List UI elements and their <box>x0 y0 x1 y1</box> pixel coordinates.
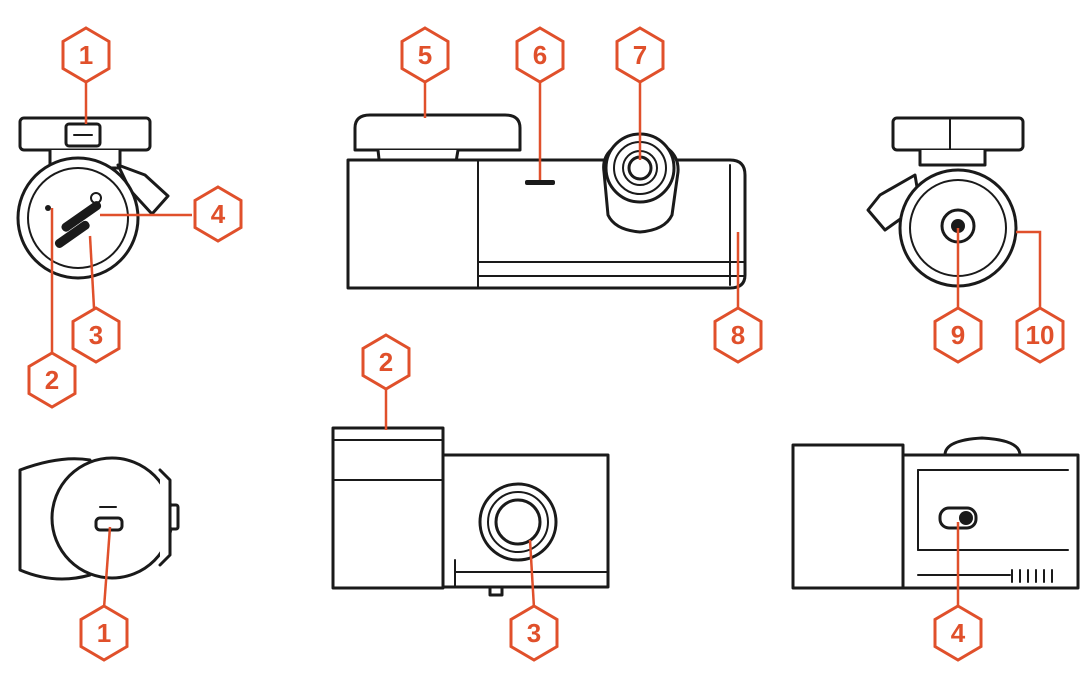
callout-badge: 9 <box>933 306 983 364</box>
callout-number: 6 <box>533 40 547 70</box>
callout-number: 10 <box>1026 320 1055 350</box>
callout-badge: 3 <box>71 306 121 364</box>
view-front <box>346 113 747 290</box>
view-side-left <box>16 116 170 280</box>
callout-number: 8 <box>731 320 745 350</box>
callout-badge: 7 <box>615 26 665 84</box>
callout-number: 3 <box>527 618 541 648</box>
callout-number: 7 <box>633 40 647 70</box>
leader-lines <box>50 82 1042 609</box>
callouts: 1 2 3 4 5 6 7 8 <box>27 26 1065 662</box>
callout-badge: 3 <box>509 604 559 662</box>
view-side-usb <box>18 456 180 581</box>
callout-number: 9 <box>951 320 965 350</box>
callout-badge: 6 <box>515 26 565 84</box>
callout-badge: 4 <box>193 185 243 243</box>
callout-badge: 10 <box>1015 306 1065 364</box>
callout-number: 2 <box>379 347 393 377</box>
callout-badge: 2 <box>27 351 77 409</box>
callout-badge: 1 <box>61 26 111 84</box>
callout-number: 5 <box>418 40 432 70</box>
callout-badge: 5 <box>400 26 450 84</box>
callout-number: 4 <box>211 199 226 229</box>
callout-number: 3 <box>89 320 103 350</box>
callout-number: 1 <box>79 40 93 70</box>
view-bottom <box>791 436 1080 590</box>
callout-badge: 1 <box>79 604 129 662</box>
view-side-right <box>866 116 1025 288</box>
callout-number: 4 <box>951 618 966 648</box>
callout-badge: 2 <box>361 333 411 391</box>
callout-badge: 4 <box>933 604 983 662</box>
callout-number: 2 <box>45 365 59 395</box>
callout-badge: 8 <box>713 306 763 364</box>
view-back <box>331 426 610 597</box>
callout-number: 1 <box>97 618 111 648</box>
